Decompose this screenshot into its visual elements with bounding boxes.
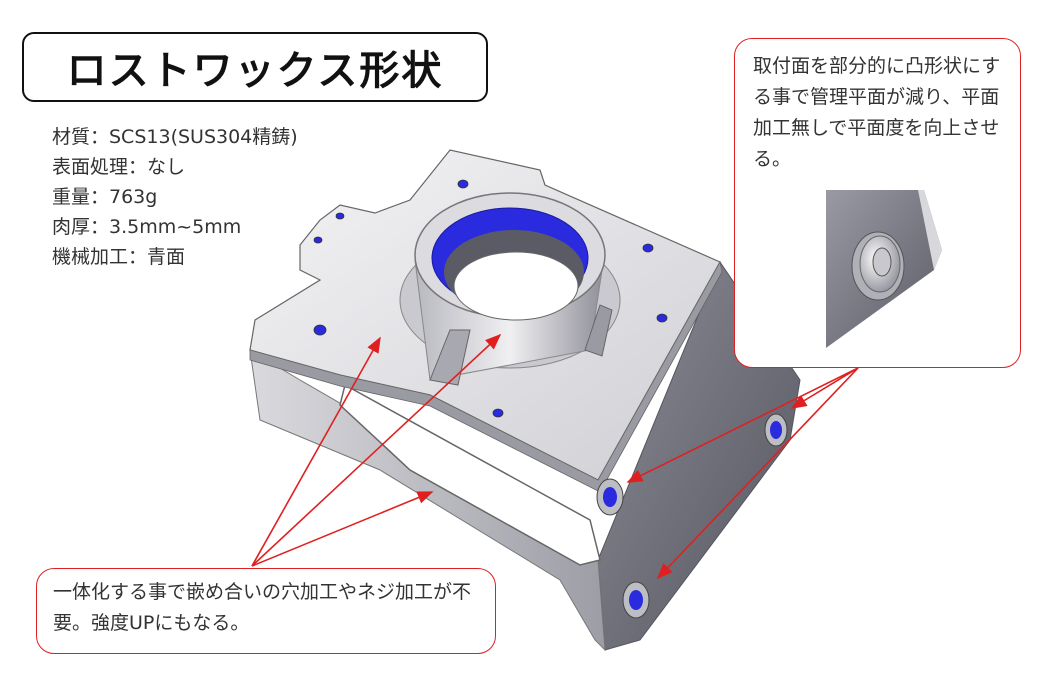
spec-list: 材質：SCS13(SUS304精鋳) 表面処理：なし 重量：763g 肉厚：3.…	[52, 122, 298, 272]
callout-flatness-text: 取付面を部分的に凸形状にする事で管理平面が減り、平面加工無しで平面度を向上させる…	[753, 55, 1001, 170]
callout-integration-note: 一体化する事で嵌め合いの穴加工やネジ加工が不要。強度UPにもなる。	[36, 568, 496, 654]
mounting-hole-closeup-image	[826, 190, 942, 348]
spec-weight: 重量：763g	[52, 186, 158, 208]
spec-material: 材質：SCS13(SUS304精鋳)	[52, 126, 298, 148]
page-title: ロストワックス形状	[22, 32, 488, 102]
side-boss-holes	[596, 413, 788, 619]
callout-flatness-note: 取付面を部分的に凸形状にする事で管理平面が減り、平面加工無しで平面度を向上させる…	[734, 38, 1021, 368]
spec-surface-treatment: 表面処理：なし	[52, 156, 186, 178]
spec-wall-thickness: 肉厚：3.5mm~5mm	[52, 216, 242, 238]
spec-machining: 機械加工：青面	[52, 246, 186, 268]
callout-integration-text: 一体化する事で嵌め合いの穴加工やネジ加工が不要。強度UPにもなる。	[53, 581, 472, 634]
